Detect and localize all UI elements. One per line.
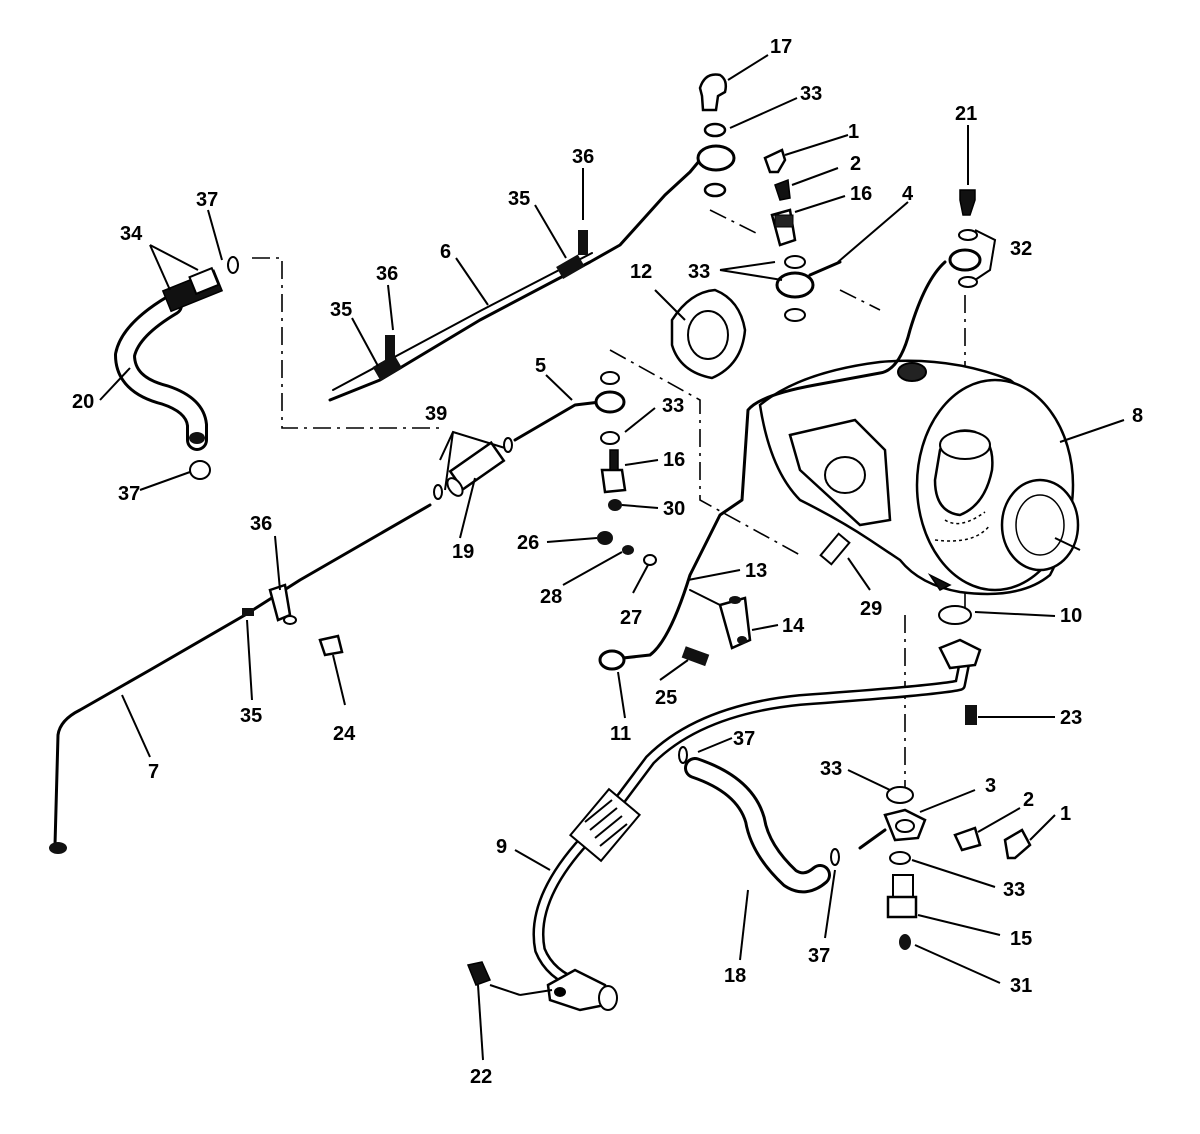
hose-20	[114, 266, 224, 451]
callout-23: 23	[1060, 707, 1082, 729]
callout-2: 2	[850, 153, 861, 175]
callout-31: 31	[1010, 975, 1032, 997]
bracket-14	[689, 589, 752, 650]
oil-feed-tube-6	[328, 144, 736, 402]
callout-36: 36	[376, 263, 398, 285]
tube-7	[49, 503, 432, 854]
callout-10: 10	[1060, 605, 1082, 627]
callout-18: 18	[724, 965, 746, 987]
turbocharger	[758, 359, 1081, 596]
sleeve-19	[446, 440, 506, 497]
callout-6: 6	[440, 241, 451, 263]
leader-lines	[99, 54, 1125, 1061]
callout-37: 37	[808, 945, 830, 967]
callout-14: 14	[782, 615, 805, 637]
callout-19: 19	[452, 541, 474, 563]
callout-33: 33	[800, 83, 822, 105]
callout-5: 5	[535, 355, 546, 377]
callout-34: 34	[120, 223, 143, 245]
callout-3: 3	[985, 775, 996, 797]
callout-35: 35	[240, 705, 262, 727]
callout-21: 21	[955, 103, 977, 125]
callout-17: 17	[770, 36, 792, 58]
gasket-12	[670, 288, 747, 380]
callout-37: 37	[733, 728, 755, 750]
callout-39: 39	[425, 403, 447, 425]
callout-37: 37	[118, 483, 140, 505]
callout-1: 1	[1060, 803, 1071, 825]
callout-33: 33	[1003, 879, 1025, 901]
callout-7: 7	[148, 761, 159, 783]
callout-12: 12	[630, 261, 652, 283]
callout-36: 36	[250, 513, 272, 535]
callout-15: 15	[1010, 928, 1032, 950]
callout-4: 4	[902, 183, 914, 205]
callout-33: 33	[688, 261, 710, 283]
callout-29: 29	[860, 598, 882, 620]
callout-22: 22	[470, 1066, 492, 1088]
hose-18	[684, 757, 831, 894]
callout-11: 11	[610, 723, 631, 745]
callout-36: 36	[572, 146, 594, 168]
callout-37: 37	[196, 189, 218, 211]
callout-1: 1	[848, 121, 859, 143]
callout-30: 30	[663, 498, 685, 520]
callout-16: 16	[663, 449, 685, 471]
callout-33: 33	[662, 395, 684, 417]
callout-35: 35	[508, 188, 530, 210]
callout-labels: 17 33 1 36 2 16 37 34 35 4 21 32 33 36 6…	[72, 36, 1143, 1088]
callout-26: 26	[517, 532, 539, 554]
callout-24: 24	[333, 723, 356, 745]
callout-16: 16	[850, 183, 872, 205]
bellows-9	[568, 787, 642, 863]
callout-27: 27	[620, 607, 642, 629]
callout-2: 2	[1023, 789, 1034, 811]
callout-33: 33	[820, 758, 842, 780]
callout-28: 28	[540, 586, 562, 608]
callout-20: 20	[72, 391, 94, 413]
oil-return-tube-9	[532, 638, 982, 1012]
callout-35: 35	[330, 299, 352, 321]
callout-25: 25	[655, 687, 677, 709]
fasteners	[189, 73, 1032, 986]
callout-13: 13	[745, 560, 767, 582]
callout-32: 32	[1010, 238, 1032, 260]
callout-8: 8	[1132, 405, 1143, 427]
callout-9: 9	[496, 836, 507, 858]
tube-5	[513, 371, 626, 445]
tube-11	[598, 248, 982, 671]
